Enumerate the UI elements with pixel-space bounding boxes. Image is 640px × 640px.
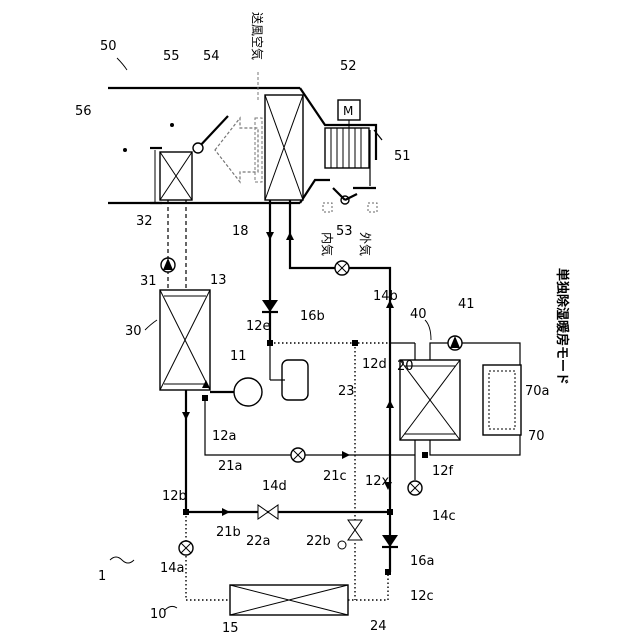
outside-air-label: 外気 <box>358 232 373 256</box>
ref-blower-motor: 52 <box>340 59 357 74</box>
ref-compressor: 11 <box>230 349 247 364</box>
ref-exp-valve-b: 14b <box>373 289 398 304</box>
outside-air-text: 外気 <box>358 232 373 256</box>
motor-label: M <box>343 104 353 118</box>
ref-blower: 51 <box>394 149 411 164</box>
ref-condenser: 13 <box>210 273 227 288</box>
ref-duct-space: 55 <box>163 49 180 64</box>
ref-passage-21b: 21b <box>216 525 241 540</box>
ref-passage-21c: 21c <box>323 469 347 484</box>
ref-exp-valve-c: 14c <box>432 509 456 524</box>
ref-accumulator: 23 <box>338 384 355 399</box>
ref-system: 1 <box>98 569 106 584</box>
ref-branch-b: 12b <box>162 489 187 504</box>
ref-cooling-circuit: 40 <box>410 307 427 322</box>
ref-cabin: 56 <box>75 104 92 119</box>
ref-pump-31: 31 <box>140 274 157 289</box>
mode-title-text: 単独除湿暖房モード <box>554 268 570 385</box>
blower-motor: M <box>338 100 360 128</box>
heater-core <box>160 152 192 200</box>
airflow-arrow <box>215 70 262 182</box>
ref-battery-cells: 70a <box>525 384 550 399</box>
ref-branch-a: 12a <box>212 429 237 444</box>
air-mix-door <box>193 116 228 153</box>
ref-branch-d: 12d <box>362 357 387 372</box>
ref-heater-circuit: 30 <box>125 324 142 339</box>
blower-fan <box>325 128 369 168</box>
ref-evaporator: 18 <box>232 224 249 239</box>
ref-check-valve-b: 16b <box>300 309 325 324</box>
ref-outdoor-hx: 15 <box>222 621 239 636</box>
ref-air-mix-door: 54 <box>203 49 220 64</box>
inside-outside-air-door <box>323 188 377 212</box>
heater-circuit <box>160 200 210 390</box>
reference-labels: 1 10 11 13 14a 14b 14c 14d 15 16a 16b 18… <box>75 39 550 636</box>
ref-refrigerant-circuit: 10 <box>150 607 167 622</box>
inside-air-label: 内気 <box>320 232 335 256</box>
inside-air-text: 内気 <box>320 232 335 256</box>
airflow-label: 送風空気 <box>250 12 265 60</box>
ref-valve-22b: 22b <box>306 534 331 549</box>
ref-heater-core: 32 <box>136 214 153 229</box>
ref-branch-x: 12x <box>365 474 390 489</box>
evaporator <box>265 95 303 200</box>
mode-title: 単独除湿暖房モード <box>554 268 570 385</box>
ref-check-valve-a: 16a <box>410 554 435 569</box>
ref-exp-valve-a: 14a <box>160 561 185 576</box>
ref-passage-21a: 21a <box>218 459 243 474</box>
ref-branch-e: 12e <box>246 319 271 334</box>
ref-bypass-24: 24 <box>370 619 387 634</box>
ref-hvac-unit: 50 <box>100 39 117 54</box>
ref-inout-door: 53 <box>336 224 353 239</box>
ref-pump-41: 41 <box>458 297 475 312</box>
airflow-text: 送風空気 <box>250 12 265 60</box>
ref-branch-c: 12c <box>410 589 434 604</box>
refrigerant-piping <box>179 200 422 615</box>
ref-battery: 70 <box>528 429 545 444</box>
ref-branch-f: 12f <box>432 464 454 479</box>
ref-exp-valve-d: 14d <box>262 479 287 494</box>
ref-chiller: 20 <box>397 359 414 374</box>
ref-valve-22a: 22a <box>246 534 271 549</box>
